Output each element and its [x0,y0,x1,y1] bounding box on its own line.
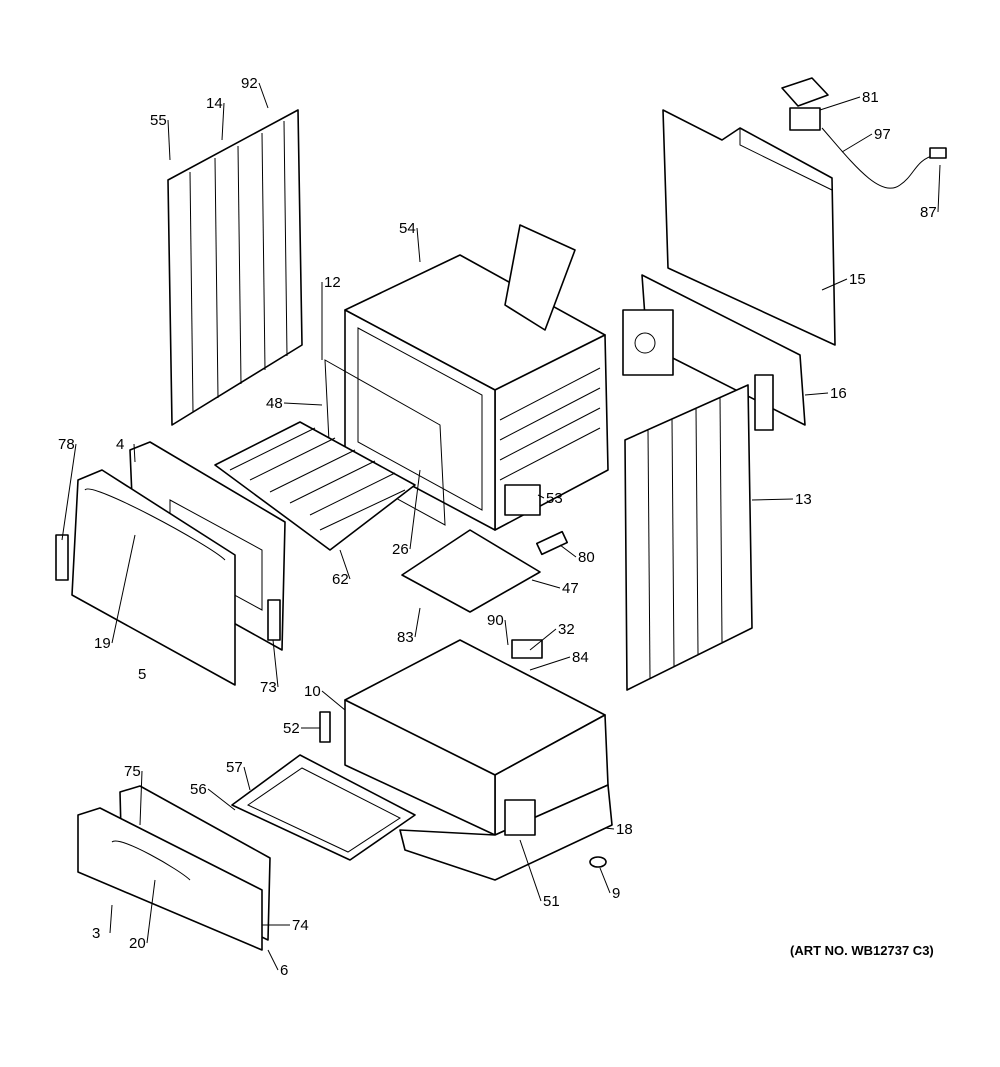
oven-rack [214,421,416,551]
part-callout-57: 57 [226,759,243,776]
leader-line [207,788,236,811]
leader-line [243,766,251,791]
part-callout-54: 54 [399,220,416,237]
leader-line [139,770,143,826]
leader-line [409,469,421,550]
leader-line [61,443,77,541]
part-callout-97: 97 [874,126,891,143]
part-callout-12: 12 [324,274,341,291]
element-connector [535,530,569,556]
leader-line [819,96,861,111]
leader-line [529,628,557,651]
part-callout-53: 53 [546,490,563,507]
part-callout-55: 55 [150,112,167,129]
back-panel [662,109,836,346]
leader-line [821,278,848,291]
leveling-leg [589,856,607,868]
leader-line [804,392,829,396]
part-callout-32: 32 [558,621,575,638]
part-callout-52: 52 [283,720,300,737]
heat-shield [401,529,541,613]
leader-line [339,549,351,580]
part-callout-13: 13 [795,491,812,508]
leader-line [519,839,542,902]
part-callout-75: 75 [124,763,141,780]
leader-line [416,227,421,263]
back-cover [622,274,806,431]
leader-line [258,82,269,109]
part-callout-90: 90 [487,612,504,629]
leader-line [109,904,113,934]
part-callout-80: 80 [578,549,595,566]
leader-line [529,656,571,671]
leader-line [604,827,615,830]
leader-line [167,119,171,161]
drawer-front [77,807,263,951]
part-callout-5: 5 [138,666,146,683]
part-callout-6: 6 [280,962,288,979]
part-callout-78: 78 [58,436,75,453]
left-side-panel [167,109,303,426]
leader-line [221,102,225,141]
door-gasket [324,359,446,526]
part-callout-20: 20 [129,935,146,952]
part-callout-83: 83 [397,629,414,646]
part-callout-26: 26 [392,541,409,558]
part-callout-51: 51 [543,893,560,910]
drawer-rail [504,799,536,836]
part-callout-10: 10 [304,683,321,700]
part-callout-18: 18 [616,821,633,838]
part-callout-73: 73 [260,679,277,696]
oven-cavity [344,224,609,531]
leader-line [599,867,611,894]
part-callout-19: 19 [94,635,111,652]
leader-line [267,949,279,971]
leader-line [841,133,873,153]
leader-line [937,164,941,213]
leader-line [531,579,561,589]
leader-line [321,690,346,711]
part-callout-62: 62 [332,571,349,588]
drawing [55,77,947,951]
leader-line [751,498,794,501]
part-callout-84: 84 [572,649,589,666]
leader-line [414,607,421,638]
leader-line [272,639,279,688]
part-callout-16: 16 [830,385,847,402]
part-callout-56: 56 [190,781,207,798]
part-callout-14: 14 [206,95,223,112]
leader-line [111,534,136,644]
part-callout-9: 9 [612,885,620,902]
leader-line [504,619,509,646]
art-number: (ART NO. WB12737 C3) [790,943,934,958]
part-callout-87: 87 [920,204,937,221]
part-callout-92: 92 [241,75,258,92]
part-callout-4: 4 [116,436,124,453]
part-callout-74: 74 [292,917,309,934]
part-callout-48: 48 [266,395,283,412]
oven-door [55,469,281,686]
leader-line [537,494,545,499]
part-callout-3: 3 [92,925,100,942]
broiler-pan [231,754,416,861]
part-callout-15: 15 [849,271,866,288]
right-side-panel [624,384,753,691]
leader-line [559,544,577,558]
leader-line [133,443,136,463]
part-callout-47: 47 [562,580,579,597]
leader-line [146,879,156,944]
part-callout-81: 81 [862,89,879,106]
leader-line [283,402,323,406]
terminal-block-and-cord [781,77,947,189]
